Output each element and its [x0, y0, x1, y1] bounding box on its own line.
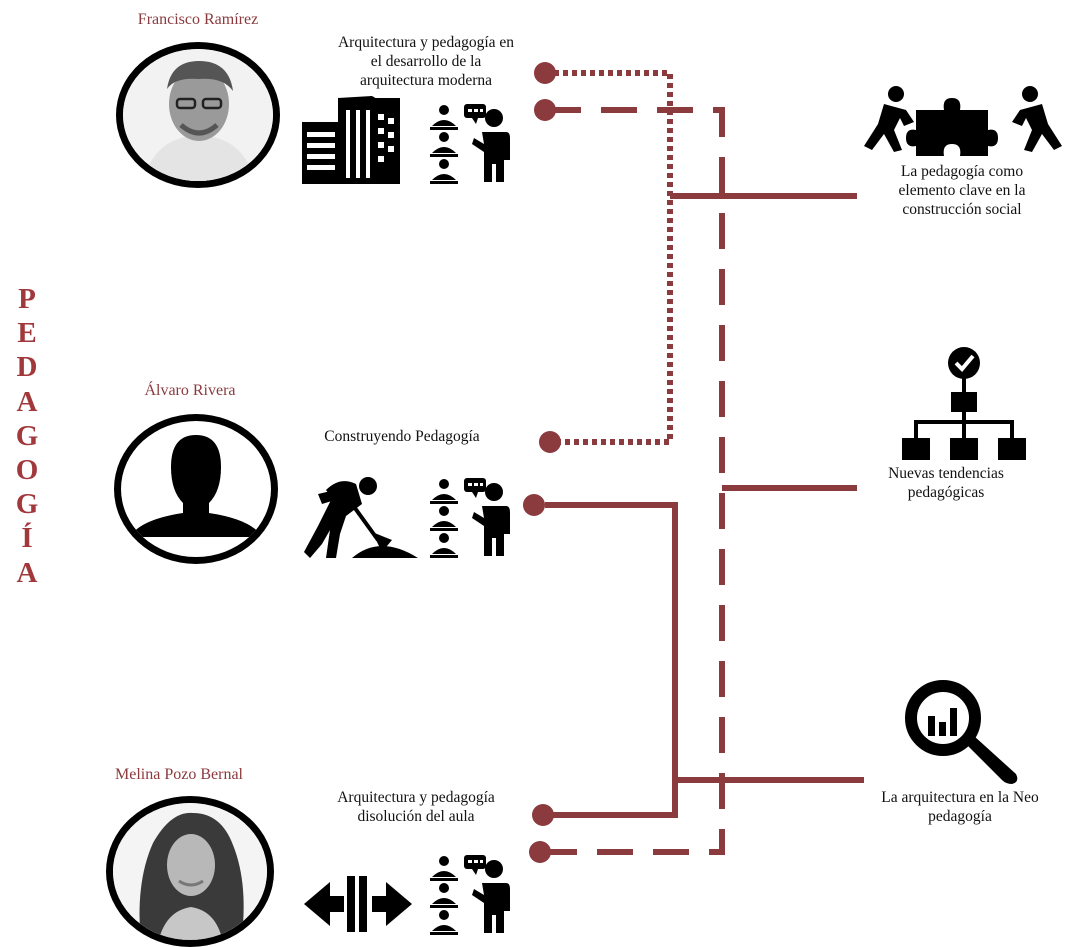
person-name-alvaro: Álvaro Rivera [144, 382, 236, 399]
person-name-francisco: Francisco Ramírez [137, 11, 259, 28]
title-letter: E [17, 317, 37, 350]
double-arrow-icon [304, 876, 412, 932]
avatar-alvaro [114, 414, 278, 564]
hierarchy-check-icon [902, 347, 1026, 460]
topic-line: el desarrollo de la [370, 53, 482, 70]
title-letter: Í [21, 522, 33, 555]
topic-line: Arquitectura y pedagogía en [337, 34, 515, 51]
title-letter: D [16, 351, 38, 384]
outcome-line: La pedagogía como [900, 163, 1024, 180]
topic-line: arquitectura moderna [359, 72, 493, 89]
connector-node [532, 804, 554, 826]
title-letter: A [16, 385, 38, 418]
portrait-photo-melina [113, 803, 267, 940]
connector-node [539, 431, 561, 453]
title-letter: G [15, 419, 39, 452]
teacher-students-icon [430, 478, 510, 558]
construction-worker-icon [304, 477, 418, 558]
topic-label-alvaro: Construyendo Pedagogía [292, 427, 512, 446]
avatar-melina [106, 796, 274, 947]
connector-node [534, 99, 556, 121]
topic-label-melina: Arquitectura y pedagogía disolución del … [296, 788, 536, 826]
topic-line: disolución del aula [357, 808, 475, 825]
connector-node [534, 62, 556, 84]
dashed-connector [545, 107, 725, 855]
building-icon [302, 96, 400, 184]
outcome-line: pedagogía [928, 808, 992, 825]
title-letter: A [16, 556, 38, 589]
connector-node [529, 841, 551, 863]
dotted-connector [545, 70, 673, 445]
teacher-students-icon [430, 104, 510, 184]
topic-label-francisco: Arquitectura y pedagogía en el desarroll… [296, 33, 556, 90]
outcome-line: pedagógicas [907, 484, 985, 501]
person-silhouette-icon [129, 435, 263, 537]
topic-line: Construyendo Pedagogía [324, 428, 480, 445]
puzzle-teamwork-icon [864, 86, 1062, 156]
outcome-line: elemento clave en la [898, 182, 1026, 199]
vertical-title-pedagogia: P E D A G O G Í A [10, 282, 44, 590]
portrait-photo-francisco [123, 49, 273, 181]
title-letter: G [15, 488, 39, 521]
outcome-label-social: La pedagogía como elemento clave en la c… [862, 162, 1062, 219]
title-letter: O [15, 454, 39, 487]
connector-node [523, 494, 545, 516]
avatar-francisco [116, 42, 280, 188]
outcome-label-neo: La arquitectura en la Neo pedagogía [860, 788, 1060, 826]
outcome-label-tendencias: Nuevas tendencias pedagógicas [856, 464, 1036, 502]
solid-connector [545, 502, 678, 818]
teacher-students-icon [430, 855, 510, 935]
outcome-line: La arquitectura en la Neo [881, 789, 1039, 806]
connector-lines [545, 70, 864, 855]
outcome-line: Nuevas tendencias [888, 465, 1004, 482]
topic-line: Arquitectura y pedagogía [337, 789, 495, 806]
magnifier-chart-icon [905, 680, 1018, 784]
outcome-line: construcción social [902, 201, 1022, 218]
person-name-melina: Melina Pozo Bernal [115, 766, 243, 783]
title-letter: P [18, 283, 36, 315]
